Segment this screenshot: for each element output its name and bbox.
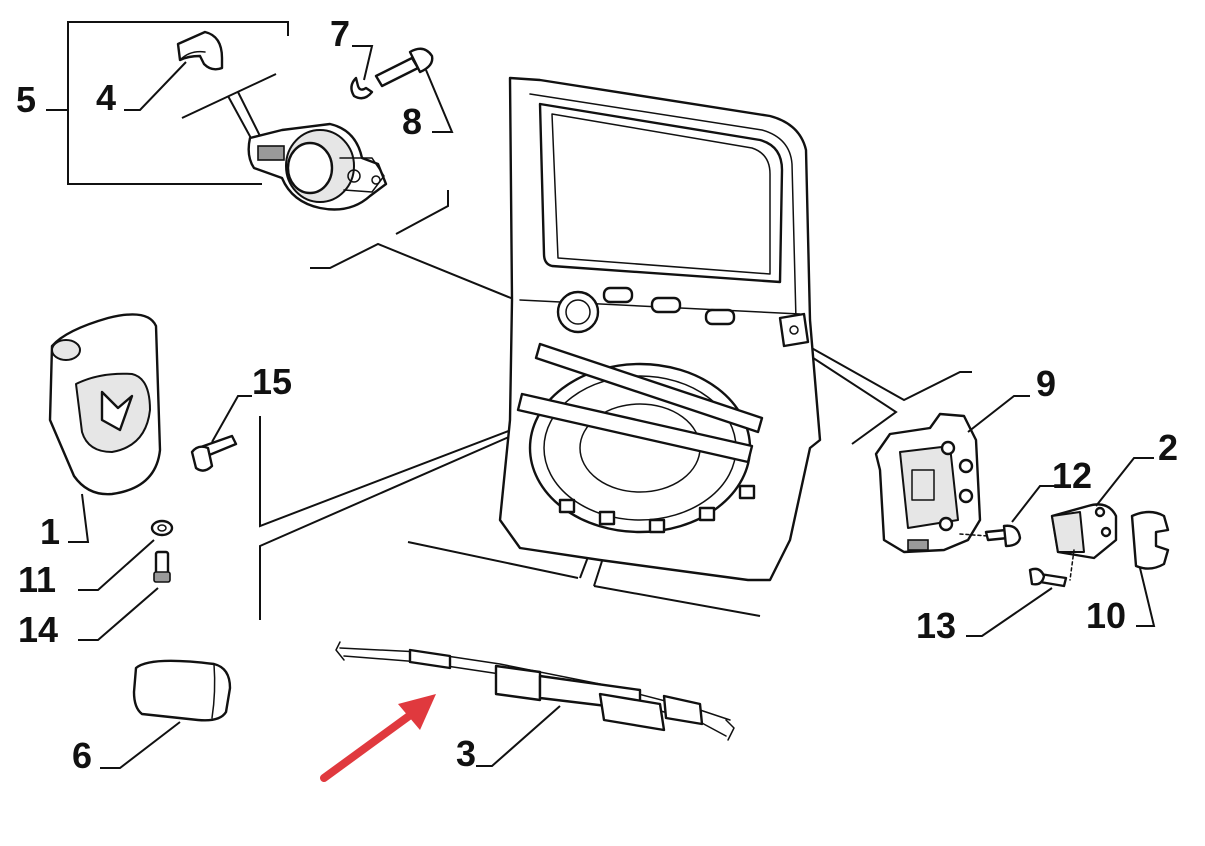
part-3-cable-assembly: [335, 641, 735, 767]
part-8-bolt: [374, 47, 454, 133]
callout-7: 7: [330, 13, 350, 54]
callout-3: 3: [456, 733, 476, 774]
part-12-screw: [959, 485, 1056, 548]
part-9-lock: [874, 395, 1030, 554]
part-5-filler-housing: [181, 73, 388, 211]
callout-2: 2: [1158, 427, 1178, 468]
callout-12: 12: [1052, 455, 1092, 496]
callout-13: 13: [916, 605, 956, 646]
part-15-screw: [190, 395, 252, 472]
callout-6: 6: [72, 735, 92, 776]
part-6-pad: [100, 659, 232, 769]
callout-1: 1: [40, 511, 60, 552]
red-pointer-arrow: [320, 694, 436, 782]
group-box-5: [46, 21, 289, 185]
part-10-shim: [1130, 510, 1170, 627]
callout-5: 5: [16, 79, 36, 120]
part-14-bolt: [78, 550, 171, 641]
callout-10: 10: [1086, 595, 1126, 636]
callout-8: 8: [402, 101, 422, 142]
callout-9: 9: [1036, 363, 1056, 404]
part-4-cap: [124, 30, 224, 111]
callout-15: 15: [252, 361, 292, 402]
part-1-handle: [48, 313, 162, 543]
part-13-screw: [966, 549, 1075, 637]
part-7-clip: [350, 45, 374, 100]
door-frame: [498, 76, 822, 582]
callout-14: 14: [18, 609, 58, 650]
callout-4: 4: [96, 77, 116, 118]
callout-11: 11: [18, 559, 56, 600]
part-11-washer: [78, 519, 174, 591]
part-2-striker: [1050, 457, 1154, 560]
